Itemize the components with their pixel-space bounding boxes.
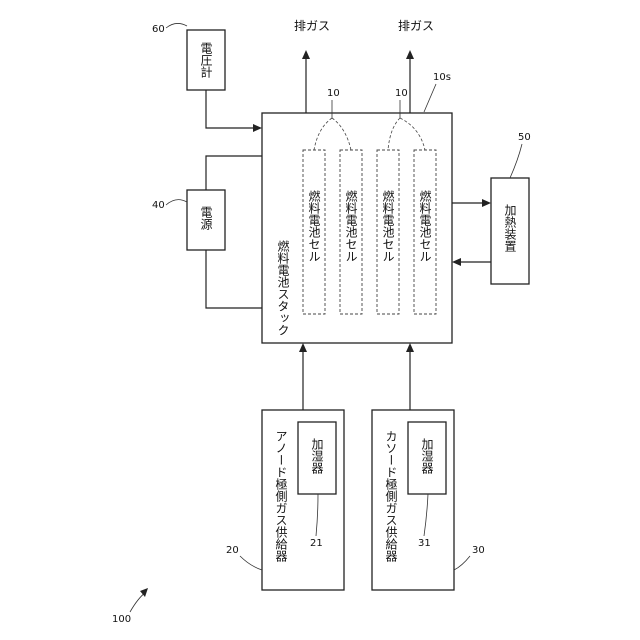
power-top-connection xyxy=(206,156,262,190)
exhaust-right-label: 排ガス xyxy=(398,19,434,33)
exhaust-left-label: 排ガス xyxy=(294,19,330,33)
stack-ref-leader xyxy=(424,84,436,112)
figure-ref-label: 100 xyxy=(112,614,131,625)
stack-ref: 10s xyxy=(433,72,451,83)
stack-label: 燃料電池スタック xyxy=(276,239,290,336)
voltmeter: 電圧計 60 xyxy=(152,23,262,132)
cell-2-label: 燃料電池セル xyxy=(344,189,358,262)
exhaust-right-arrowhead xyxy=(406,50,414,59)
power-label: 電源 xyxy=(199,206,213,231)
heater-ref: 50 xyxy=(518,132,531,143)
cathode-label: カソード極側ガス供給器 xyxy=(384,430,398,563)
heater-in-arrowhead xyxy=(482,199,491,207)
cell-1-label: 燃料電池セル xyxy=(307,189,321,262)
figure-ref-arrowhead xyxy=(140,588,148,597)
exhaust-left: 排ガス xyxy=(294,19,330,113)
cell-ref-right: 10 xyxy=(395,88,408,99)
cell-4-label: 燃料電池セル xyxy=(418,189,432,262)
anode-supply: アノード極側ガス供給器 加湿器 21 20 xyxy=(226,343,344,590)
power-supply: 電源 40 xyxy=(152,156,262,308)
figure-ref: 100 xyxy=(112,588,148,625)
voltmeter-label: 電圧計 xyxy=(199,42,213,78)
voltmeter-ref: 60 xyxy=(152,24,165,35)
anode-label: アノード極側ガス供給器 xyxy=(274,430,288,563)
power-ref-leader xyxy=(166,200,187,205)
cathode-humidifier-ref: 31 xyxy=(418,538,431,549)
exhaust-left-arrowhead xyxy=(302,50,310,59)
heater-out-arrowhead xyxy=(452,258,461,266)
power-ref: 40 xyxy=(152,200,165,211)
voltmeter-arrowhead xyxy=(253,124,262,132)
heater-ref-leader xyxy=(510,144,522,178)
cell-ref-left: 10 xyxy=(327,88,340,99)
cathode-ref-leader xyxy=(454,556,470,570)
cell-3-label: 燃料電池セル xyxy=(381,189,395,262)
power-bottom-connection xyxy=(206,250,262,308)
heater-label: 加熱装置 xyxy=(503,204,517,252)
anode-arrowhead xyxy=(299,343,307,352)
cathode-supply: カソード極側ガス供給器 加湿器 31 30 xyxy=(372,343,485,590)
voltmeter-ref-leader xyxy=(166,23,187,28)
voltmeter-connection xyxy=(206,90,254,128)
heater: 加熱装置 50 xyxy=(452,132,531,284)
anode-ref-leader xyxy=(240,556,262,570)
anode-ref: 20 xyxy=(226,545,239,556)
cathode-ref: 30 xyxy=(472,545,485,556)
cathode-arrowhead xyxy=(406,343,414,352)
anode-humidifier-ref: 21 xyxy=(310,538,323,549)
cathode-humidifier-label: 加湿器 xyxy=(420,438,434,475)
anode-humidifier-label: 加湿器 xyxy=(310,438,324,475)
